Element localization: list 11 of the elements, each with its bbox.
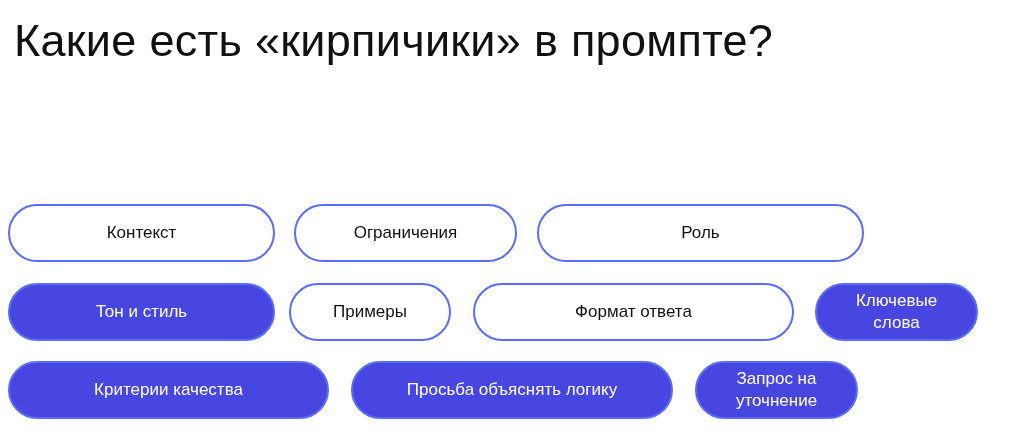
tag-pill: Критерии качества [8,361,329,419]
tag-pill: Просьба объяснять логику [351,361,673,419]
slide-title: Какие есть «кирпичики» в промпте? [14,14,774,68]
tag-pill: Запрос на уточнение [695,361,858,419]
tag-pill: Контекст [8,204,275,262]
tag-pill: Ключевые слова [815,283,978,341]
tag-pill: Формат ответа [473,283,794,341]
tag-pill: Тон и стиль [8,283,275,341]
tag-pill: Ограничения [294,204,517,262]
tag-pill: Примеры [289,283,451,341]
tag-pill: Роль [537,204,864,262]
